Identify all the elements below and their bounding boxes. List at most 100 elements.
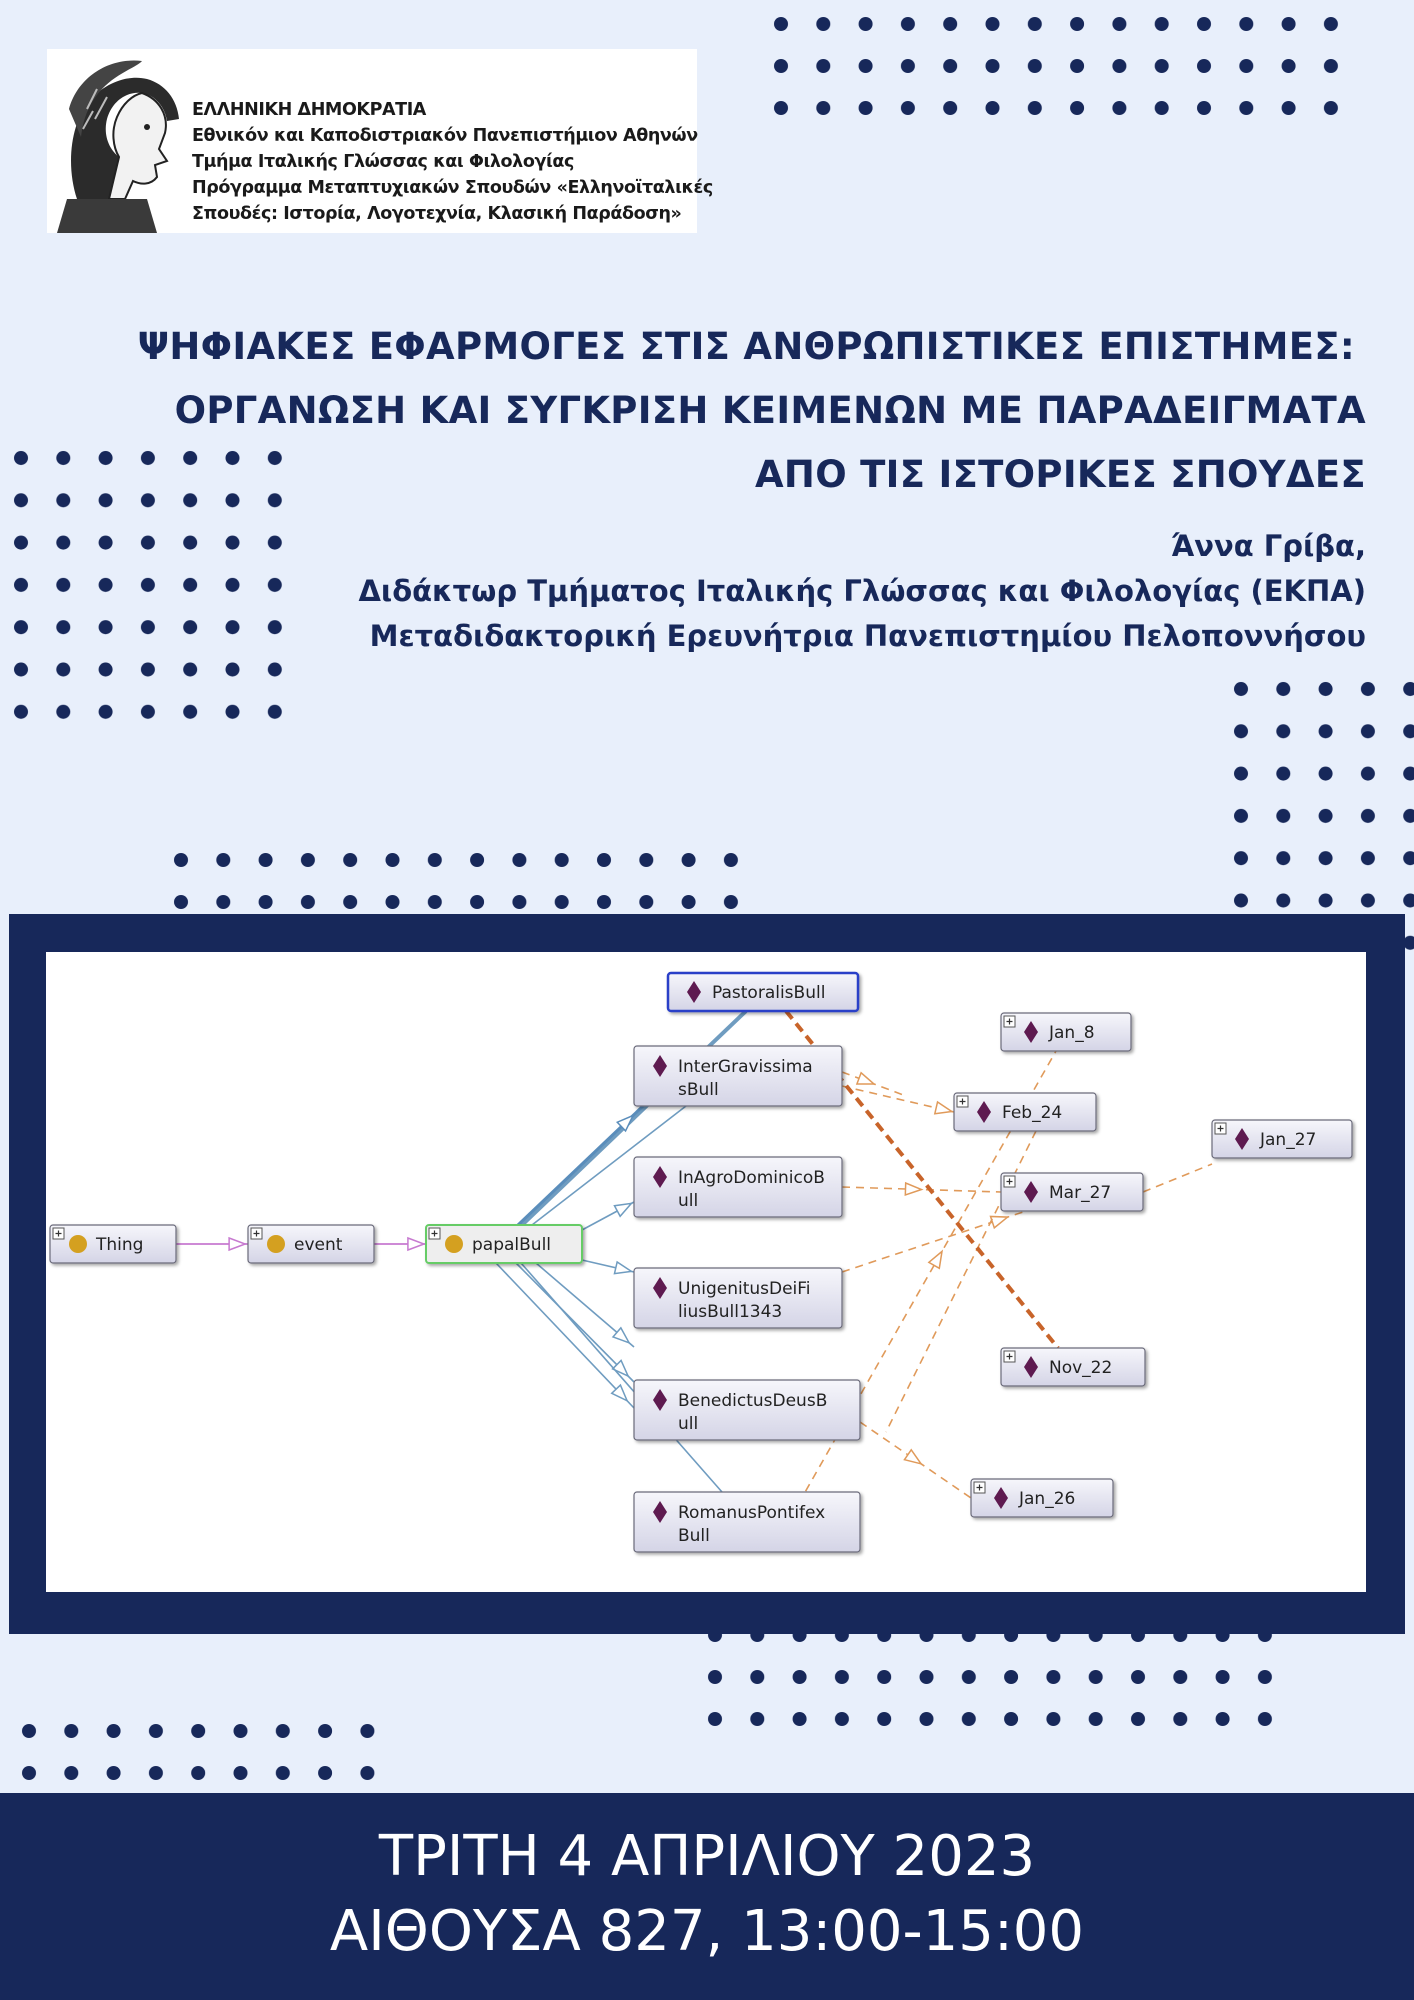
graph-node-unigenitus[interactable]: UnigenitusDeiFi liusBull1343 [633,1267,843,1329]
node-label: papalBull [472,1235,551,1255]
node-label: Thing [95,1235,143,1255]
node-label-line: BenedictusDeusB [678,1391,827,1411]
date-edge-arrowhead [933,1100,954,1115]
subclass-edge-arrowhead [228,1236,248,1252]
instance-edge [531,1105,687,1226]
expand-plus-glyph [976,1484,983,1491]
graph-node-intergrav[interactable]: InterGravissima sBull [633,1045,843,1107]
date-edge [841,1085,955,1113]
expand-plus-glyph [1217,1125,1224,1132]
node-label: Mar_27 [1049,1183,1111,1203]
instance-edge-arrowhead [610,1383,629,1403]
node-label-line: InAgroDominicoB [678,1168,825,1188]
individual-diamond-icon [994,1487,1008,1509]
graph-node-papal[interactable]: papalBull [425,1224,583,1264]
node-label: Jan_8 [1048,1023,1095,1043]
author-role-2: Μεταδιδακτορική Ερευνήτρια Πανεπιστημίου… [369,619,1366,653]
node-label-line: RomanusPontifex [678,1503,825,1523]
event-info-footer: ΤΡΙΤΗ 4 ΑΠΡΙΛΙΟΥ 2023 ΑΙΘΟΥΣΑ 827, 13:00… [0,1793,1414,2000]
athena-emblem-icon [57,60,179,233]
individual-diamond-icon [977,1101,991,1123]
instance-edge-intergrav-arrowhead [615,1114,635,1133]
node-box [425,1224,583,1264]
dot-grid-middle [170,848,750,918]
node-label-line: sBull [678,1080,719,1100]
expand-plus-glyph [959,1098,966,1105]
individual-diamond-icon [1024,1356,1038,1378]
expand-plus-glyph [431,1230,438,1237]
node-label: event [294,1235,343,1255]
node-box [633,1267,843,1329]
node-box [1000,1172,1144,1212]
author-block: Άννα Γρίβα, Διδάκτωρ Τμήματος Ιταλικής Γ… [0,524,1366,659]
graph-node-event[interactable]: event [247,1224,375,1264]
date-edge-arrowhead [927,1249,944,1270]
institution-line: Πρόγραμμα Μεταπτυχιακών Σπουδών «Ελληνοϊ… [192,178,713,198]
node-box [953,1092,1097,1132]
event-date: ΤΡΙΤΗ 4 ΑΠΡΙΛΙΟΥ 2023 [378,1824,1036,1889]
date-edge [1142,1163,1213,1193]
instance-edge-benedictus-arrowhead [611,1359,630,1378]
instance-edge [495,1262,635,1409]
node-label-line: liusBull1343 [678,1302,782,1322]
expand-plus-glyph [1006,1178,1013,1185]
dot-grid-bottom-left [15,1716,385,1786]
title-line-2: ΟΡΓΑΝΩΣΗ ΚΑΙ ΣΥΓΚΡΙΣΗ ΚΕΙΜΕΝΩΝ ΜΕ ΠΑΡΑΔΕ… [174,389,1366,432]
dot-grid-left [10,445,290,725]
node-box [666,971,860,1013]
graph-node-mar27[interactable]: Mar_27 [1000,1172,1144,1212]
individual-diamond-icon [1235,1128,1249,1150]
date-edge-arrowhead [855,1071,876,1085]
individual-diamond-icon [1024,1181,1038,1203]
node-box [970,1478,1114,1518]
node-label-line: InterGravissima [678,1057,813,1077]
graph-node-thing[interactable]: Thing [49,1224,177,1264]
graph-node-feb24[interactable]: Feb_24 [953,1092,1097,1132]
dot-grid-top-right [770,10,1340,120]
node-box [633,1156,843,1218]
graph-node-jan26[interactable]: Jan_26 [970,1478,1114,1518]
individual-diamond-icon [653,1055,667,1077]
expand-plus-glyph [1006,1353,1013,1360]
dot-grid-right [1230,676,1414,956]
graph-nodes: Thing event papalBull PastoralisBullInterGr… [49,971,1353,1553]
node-box [633,1045,843,1107]
node-label: Feb_24 [1002,1103,1062,1123]
expand-plus-glyph [253,1230,260,1237]
institution-line: Σπουδές: Ιστορία, Λογοτεχνία, Κλασική Πα… [192,204,682,224]
graph-node-nov22[interactable]: Nov_22 [1000,1347,1146,1387]
individual-diamond-icon [653,1166,667,1188]
individual-diamond-icon [1024,1021,1038,1043]
instance-edge-benedictus [515,1262,635,1383]
subclass-edge-arrowhead [407,1236,427,1252]
individual-diamond-icon [653,1389,667,1411]
graph-node-jan8[interactable]: Jan_8 [1000,1012,1132,1052]
expand-plus-glyph [1006,1018,1013,1025]
node-label-line: UnigenitusDeiFi [678,1279,811,1299]
individual-diamond-icon [687,981,701,1003]
institution-line: Τμήμα Ιταλικής Γλώσσας και Φιλολογίας [192,152,574,172]
institution-line: ΕΛΛΗΝΙΚΗ ΔΗΜΟΚΡΑΤΙΑ [192,100,426,120]
node-box [633,1379,861,1441]
date-edge [770,1050,1057,1553]
title-line-1: ΨΗΦΙΑΚΕΣ ΕΦΑΡΜΟΓΕΣ ΣΤΙΣ ΑΝΘΡΩΠΙΣΤΙΚΕΣ ΕΠ… [137,325,1355,368]
instance-edge-arrowhead [611,1326,631,1345]
date-edge [841,1186,1002,1193]
class-dot-icon [69,1235,87,1253]
node-label: Jan_27 [1259,1130,1316,1150]
ontology-graph: Thing event papalBull PastoralisBullInterGr… [49,971,1353,1553]
class-dot-icon [267,1235,285,1253]
dot-grid-bottom-right [700,1620,1280,1730]
node-box [633,1491,861,1553]
instance-edge-romanus [520,1262,723,1493]
class-dot-icon [445,1235,463,1253]
node-label-line: Bull [678,1526,710,1546]
node-label-line: ull [678,1191,698,1211]
graph-node-pastoralis[interactable]: PastoralisBull [666,971,860,1013]
graph-node-jan27[interactable]: Jan_27 [1211,1119,1353,1159]
graph-node-inagro[interactable]: InAgroDominicoB ull [633,1156,843,1218]
author-role-1: Διδάκτωρ Τμήματος Ιταλικής Γλώσσας και Φ… [358,574,1366,608]
